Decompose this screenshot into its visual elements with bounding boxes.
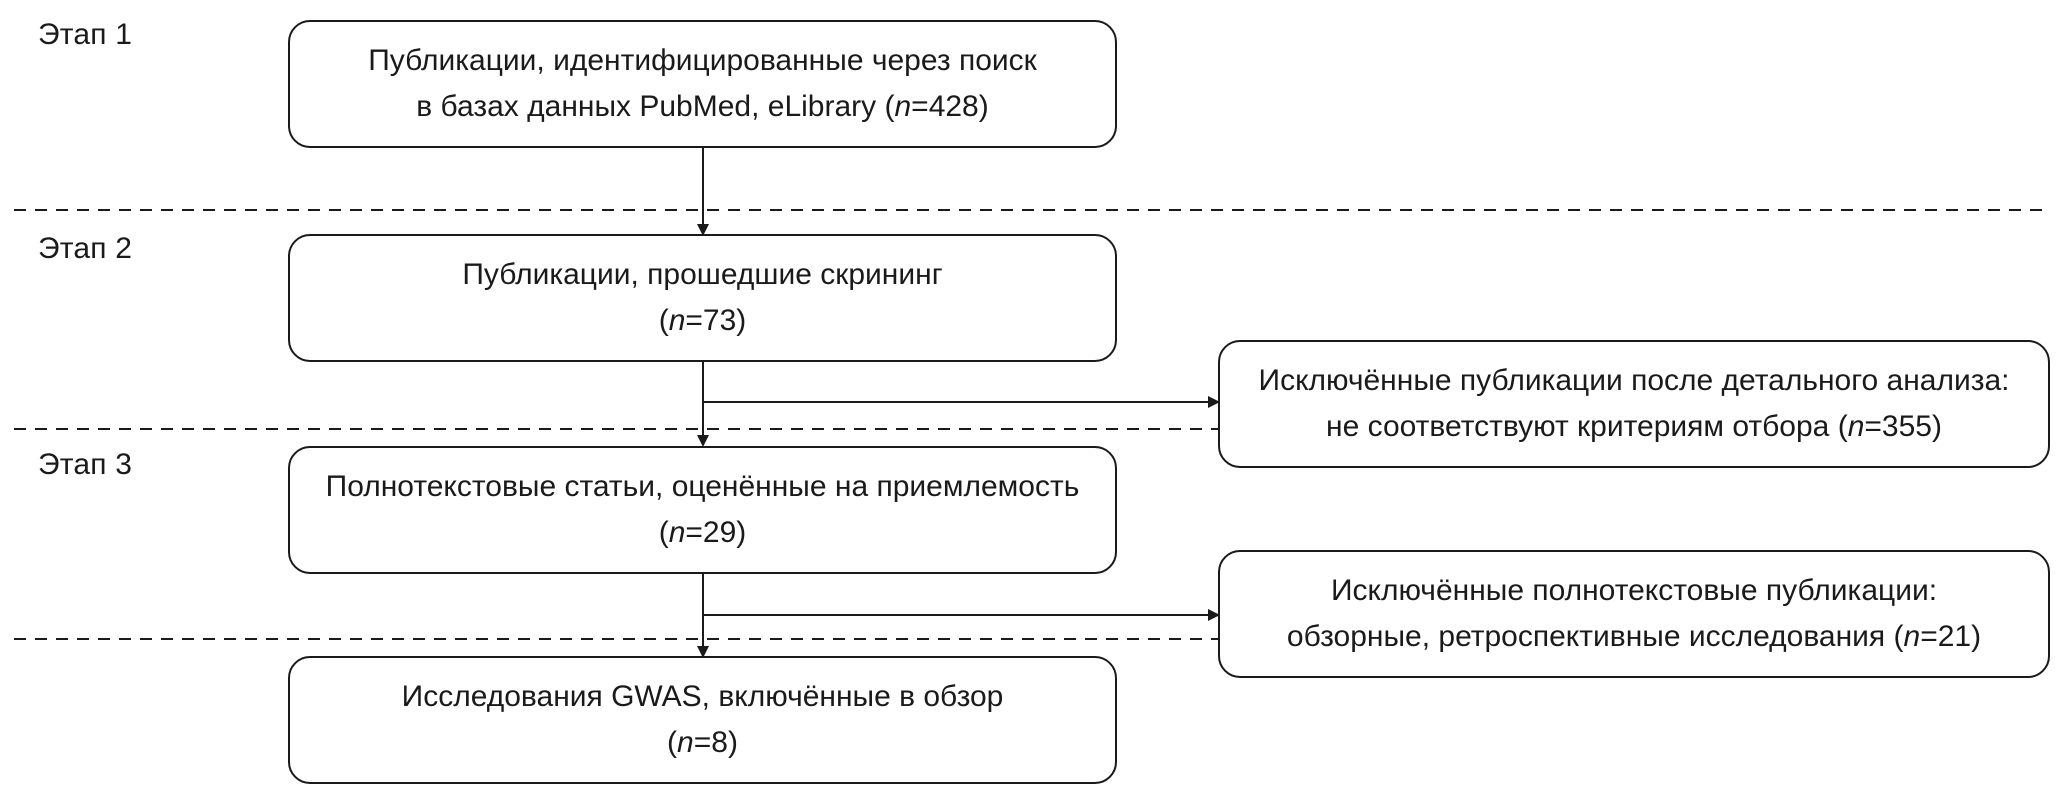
excluded-detailed-analysis-box: Исключённые публикации после детального … [1218,340,2050,468]
box-line-2: (n=8) [667,720,738,766]
stage-label-1: Этап 1 [38,18,133,51]
count-value: =355) [1864,410,1942,443]
count-value: =29) [685,516,747,549]
count-prefix: обзорные, ретроспективные исследования ( [1286,620,1904,653]
box-line-2: не соответствуют критериям отбора (n=355… [1326,404,1942,450]
n-symbol: n [1903,620,1921,653]
n-symbol: n [1847,410,1865,443]
count-value: =8) [693,726,738,759]
stage-label-2: Этап 2 [38,232,133,265]
box-line-1: Полнотекстовые статьи, оценённые на прие… [325,470,1080,503]
box-line-2: в базах данных PubMed, eLibrary (n=428) [416,84,989,130]
count-prefix: в базах данных PubMed, eLibrary ( [416,90,895,123]
box-line-2: обзорные, ретроспективные исследования (… [1287,614,1981,660]
box-line-1: Публикации, прошедшие скрининг [462,258,943,291]
n-symbol: n [677,726,694,759]
count-prefix: ( [658,304,669,337]
box-line-2: (n=29) [659,510,747,556]
n-symbol: n [894,90,912,123]
included-studies-box: Исследования GWAS, включённые в обзор (n… [288,656,1117,784]
count-prefix: не соответствуют критериям отбора ( [1326,410,1848,443]
count-value: =73) [685,304,747,337]
box-line-1: Исключённые публикации после детального … [1258,364,2010,397]
count-value: =21) [1920,620,1982,653]
stage-label-3: Этап 3 [38,448,133,481]
box-line-2: (n=73) [659,298,747,344]
count-prefix: ( [667,726,678,759]
screened-publications-box: Публикации, прошедшие скрининг (n=73) [288,234,1117,362]
excluded-fulltext-box: Исключённые полнотекстовые публикации: о… [1218,550,2050,678]
fulltext-articles-box: Полнотекстовые статьи, оценённые на прие… [288,446,1117,574]
box-line-1: Публикации, идентифицированные через пои… [368,44,1037,77]
count-prefix: ( [658,516,669,549]
box-line-1: Исключённые полнотекстовые публикации: [1330,574,1938,607]
n-symbol: n [668,304,686,337]
box-line-1: Исследования GWAS, включённые в обзор [401,680,1004,713]
count-value: =428) [911,90,989,123]
n-symbol: n [668,516,686,549]
identified-publications-box: Публикации, идентифицированные через пои… [288,20,1117,148]
